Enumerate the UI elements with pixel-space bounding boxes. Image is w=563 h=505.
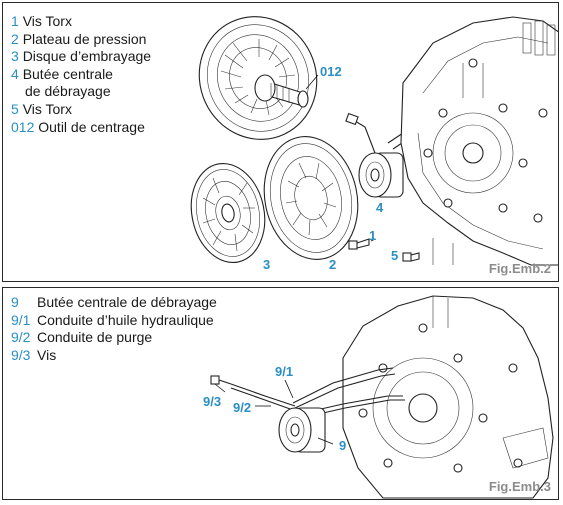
callout-3: 3 <box>263 257 271 272</box>
legend-number: 012 <box>11 118 35 135</box>
pressure-plate <box>263 136 359 260</box>
legend-item-9-1: 9/1 Conduite d’huile hydraulique <box>11 312 217 330</box>
legend-text: Outil de centrage <box>38 118 145 135</box>
callout-012: 012 <box>320 64 342 79</box>
torx-screw-1 <box>348 238 376 250</box>
legend-text: Disque d’embrayage <box>22 48 152 65</box>
figure-caption: Fig.Emb.3 <box>488 479 551 494</box>
legend-text: Vis Torx <box>22 13 72 29</box>
legend-item-4-continued: de débrayage <box>11 83 151 101</box>
legend-text: Butée centrale de débrayage <box>37 294 217 310</box>
torx-screw-5 <box>402 252 420 262</box>
callout-9-3: 9/3 <box>203 394 222 409</box>
legend-number: 2 <box>11 30 19 47</box>
legend-item-5: 5 Vis Torx <box>11 101 151 119</box>
legend-text: Vis Torx <box>22 100 72 117</box>
figure-caption: Fig.Emb.2 <box>488 261 551 276</box>
callout-9-2: 9/2 <box>233 400 252 415</box>
gearbox-housing <box>400 16 558 266</box>
legend-number: 9/1 <box>11 311 31 328</box>
release-bearing-illustration <box>210 295 554 499</box>
legend-number: 9 <box>11 294 19 310</box>
legend-fig-emb-2: 1 Vis Torx 2 Plateau de pression 3 Disqu… <box>11 13 151 136</box>
callout-5: 5 <box>391 248 399 263</box>
legend-number: 1 <box>11 13 19 29</box>
clutch-disc <box>190 162 266 264</box>
legend-item-1: 1 Vis Torx <box>11 13 151 31</box>
legend-number: 3 <box>11 48 19 65</box>
legend-number: 4 <box>11 65 19 82</box>
legend-item-3: 3 Disque d’embrayage <box>11 48 151 66</box>
callout-9-1: 9/1 <box>275 364 294 379</box>
callout-9: 9 <box>339 438 347 453</box>
pressure-plate-with-centering-tool <box>198 16 319 140</box>
central-release-bearing <box>278 407 326 453</box>
gearbox-housing <box>342 295 554 499</box>
legend-text: Conduite de purge <box>37 329 153 346</box>
legend-number: 9/2 <box>11 329 31 346</box>
legend-number: 5 <box>11 100 19 117</box>
callout-4: 4 <box>376 200 384 215</box>
legend-item-012: 012 Outil de centrage <box>11 119 151 137</box>
legend-text: Butée centrale <box>22 65 113 82</box>
legend-item-9: 9 Butée centrale de débrayage <box>11 294 217 312</box>
legend-text: de débrayage <box>25 83 111 100</box>
clutch-exploded-illustration <box>190 16 558 266</box>
callout-2: 2 <box>329 257 337 272</box>
legend-text: Vis <box>37 346 57 363</box>
legend-number: 9/3 <box>11 346 31 363</box>
legend-item-9-3: 9/3 Vis <box>11 347 217 365</box>
figure-emb-2-panel: 1 Vis Torx 2 Plateau de pression 3 Disqu… <box>2 2 559 282</box>
legend-text: Plateau de pression <box>22 30 147 47</box>
legend-text: Conduite d’huile hydraulique <box>37 311 214 328</box>
legend-item-4: 4 Butée centrale <box>11 66 151 84</box>
legend-item-9-2: 9/2 Conduite de purge <box>11 329 217 347</box>
legend-item-2: 2 Plateau de pression <box>11 31 151 49</box>
callout-1: 1 <box>369 228 377 243</box>
